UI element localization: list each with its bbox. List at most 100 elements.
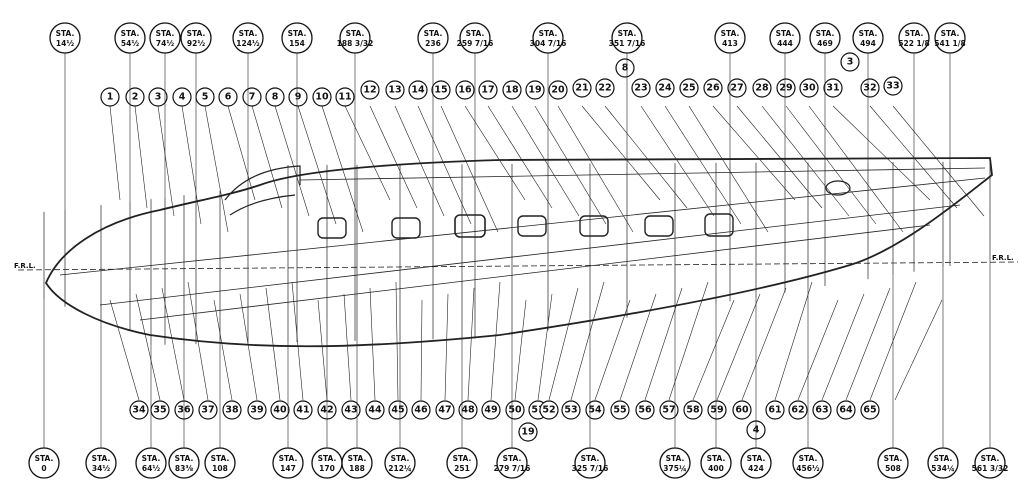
leader-line [109, 299, 140, 401]
window [517, 215, 547, 237]
station-prefix: STA. [816, 29, 835, 38]
station-circle [700, 447, 732, 479]
station-value: 236 [425, 39, 441, 48]
leader-line [537, 293, 553, 401]
leader-line [741, 287, 787, 401]
callout-circle [860, 400, 880, 420]
leader-line [581, 105, 661, 201]
part-number: 13 [388, 85, 401, 96]
part-number: 35 [153, 405, 166, 416]
leader-line [845, 287, 891, 401]
station-prefix: STA. [618, 29, 637, 38]
station-label: STA.212¼ [384, 447, 416, 479]
station-label: STA.541 1/8 [934, 22, 966, 54]
part-number-callout: 20 [548, 80, 568, 100]
callout-circle [703, 78, 723, 98]
station-prefix: STA. [981, 454, 1000, 463]
station-prefix: STA. [187, 29, 206, 38]
fuselage-outline [44, 157, 993, 348]
callout-circle [635, 400, 655, 420]
leader-line [344, 105, 391, 201]
station-value: 188 3/32 [337, 39, 374, 48]
station-prefix: STA. [35, 454, 54, 463]
leader-line [761, 105, 850, 217]
leader-line [619, 293, 657, 401]
station-prefix: STA. [884, 454, 903, 463]
station-value: 108 [212, 464, 228, 473]
leader-line [213, 299, 233, 401]
part-number: 49 [484, 405, 497, 416]
callout-circle [293, 400, 313, 420]
leader-line [109, 105, 121, 201]
part-number-callout: 28 [752, 78, 772, 98]
leader-line [716, 293, 761, 401]
part-number-callout: 55 [610, 400, 630, 420]
part-number-callout: 5 [195, 87, 215, 107]
station-circle [898, 22, 930, 54]
station-value: 54½ [121, 39, 139, 48]
window [644, 215, 674, 237]
station-value: 279 7/16 [494, 464, 531, 473]
part-number: 4 [179, 92, 186, 103]
part-number: 38 [225, 405, 239, 416]
callout-circle [539, 400, 559, 420]
frl-reference: F.R.L. F.R.L. [14, 254, 1019, 271]
station-prefix: STA. [239, 29, 258, 38]
station-prefix: STA. [346, 29, 365, 38]
leader-line [487, 105, 553, 209]
station-value: 561 3/32 [972, 464, 1009, 473]
station-prefix: STA. [348, 454, 367, 463]
station-label: STA.469 [809, 22, 841, 54]
station-circle [459, 22, 491, 54]
part-number: 62 [791, 405, 804, 416]
part-number-callout: 54 [585, 400, 605, 420]
callout-circle [659, 400, 679, 420]
part-number-callout: 57 [659, 400, 679, 420]
station-label: STA.456½ [792, 447, 824, 479]
part-number: 12 [363, 85, 376, 96]
part-number-callout: 44 [365, 400, 385, 420]
leader-line [821, 293, 865, 401]
part-number-callout: 52 [539, 400, 559, 420]
part-number: 46 [414, 405, 428, 416]
callout-circle [435, 400, 455, 420]
callout-circle [812, 400, 832, 420]
station-circle [49, 22, 81, 54]
station-label: STA.83⅜ [168, 447, 200, 479]
part-number: 44 [368, 405, 382, 416]
part-number-callout: 13 [385, 80, 405, 100]
station-label: STA.522 1/8 [898, 22, 930, 54]
part-number-callout: 50 [505, 400, 525, 420]
callout-circle [679, 78, 699, 98]
leader-line [736, 105, 823, 209]
station-value: 522 1/8 [898, 39, 929, 48]
callout-circle [655, 78, 675, 98]
part-number: 10 [315, 92, 329, 103]
station-circle [574, 447, 606, 479]
station-circle [281, 22, 313, 54]
part-number: 11 [338, 92, 351, 103]
callout-circle [765, 400, 785, 420]
station-value: 251 [454, 464, 470, 473]
station-value: 0 [41, 464, 46, 473]
station-circle [168, 447, 200, 479]
station-label: STA.351 7/16 [609, 22, 645, 54]
station-label: STA.188 [341, 447, 373, 479]
station-prefix: STA. [747, 454, 766, 463]
station-label: STA.494 [852, 22, 884, 54]
part-number: 40 [273, 405, 287, 416]
part-number: 57 [662, 405, 675, 416]
station-label: STA.74½ [149, 22, 181, 54]
part-number: 6 [225, 92, 232, 103]
callout-circle [788, 400, 808, 420]
station-label: STA.259 7/16 [457, 22, 493, 54]
callout-circle [548, 80, 568, 100]
station-circle [659, 447, 691, 479]
leader-line [548, 287, 579, 401]
callout-circle [481, 400, 501, 420]
station-label: STA.34½ [85, 447, 117, 479]
part-number: 19 [528, 85, 541, 96]
station-circle [446, 447, 478, 479]
part-number-callout: 7 [242, 87, 262, 107]
part-number-callout: 43 [341, 400, 361, 420]
